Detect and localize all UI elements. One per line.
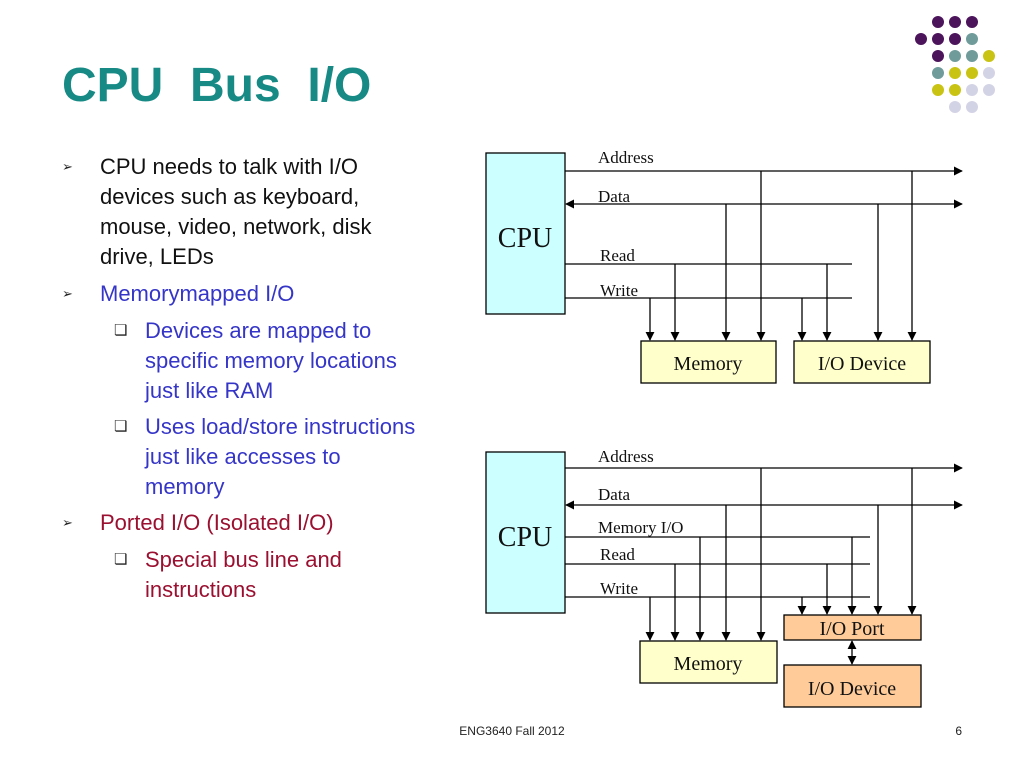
memory-box bbox=[639, 640, 778, 684]
decorative-dot bbox=[932, 50, 944, 62]
decorative-dot bbox=[949, 33, 961, 45]
decorative-dot bbox=[932, 84, 944, 96]
bullet-text-line: CPU needs to talk with I/O bbox=[100, 154, 358, 179]
bullet-list: ➢ CPU needs to talk with I/O devices such … bbox=[62, 152, 467, 611]
write-label: Write bbox=[600, 281, 638, 300]
arrowhead-bullet-icon: ➢ bbox=[62, 159, 73, 174]
bullet-text-line: drive, LEDs bbox=[100, 244, 214, 269]
page-number: 6 bbox=[955, 724, 962, 738]
bullet-text-line: Ported I/O (Isolated I/O) bbox=[100, 510, 334, 535]
hollow-square-bullet-icon: ❏ bbox=[114, 322, 128, 339]
bullet-text-line: memory bbox=[145, 474, 225, 499]
bullet-text-line: devices such as keyboard, bbox=[100, 184, 360, 209]
decorative-dot bbox=[932, 33, 944, 45]
bullet-text-line: Memorymapped I/O bbox=[100, 281, 295, 306]
decorative-dot bbox=[932, 67, 944, 79]
decorative-dot bbox=[966, 50, 978, 62]
io-device-label: I/O Device bbox=[818, 353, 906, 375]
decorative-dot bbox=[949, 50, 961, 62]
decorative-dot bbox=[949, 67, 961, 79]
slide-title: CPU Bus I/O bbox=[62, 59, 372, 112]
bullet-item: ➢ Memorymapped I/O bbox=[62, 279, 467, 309]
cpu-box bbox=[485, 152, 566, 315]
footer-course-text: ENG3640 Fall 2012 bbox=[459, 724, 565, 738]
io-port-label: I/O Port bbox=[820, 618, 885, 640]
io-port-box bbox=[783, 614, 922, 641]
decorative-dot bbox=[983, 84, 995, 96]
arrowhead-bullet-icon: ➢ bbox=[62, 515, 73, 530]
decorative-dot bbox=[949, 101, 961, 113]
sub-bullet-item: ❏ Uses load/store instructions just like a… bbox=[62, 412, 467, 502]
arrowhead-bullet-icon: ➢ bbox=[62, 286, 73, 301]
decorative-dot-grid bbox=[915, 16, 995, 113]
bullet-text-line: specific memory locations bbox=[145, 348, 397, 373]
memory-box bbox=[640, 340, 777, 384]
bullet-text-line: mouse, video, network, disk bbox=[100, 214, 372, 239]
bullet-text-line: Devices are mapped to bbox=[145, 318, 372, 343]
diagram-ported-io bbox=[485, 451, 963, 708]
hollow-square-bullet-icon: ❏ bbox=[114, 551, 128, 568]
decorative-dot bbox=[915, 33, 927, 45]
read-label: Read bbox=[600, 246, 635, 265]
bullet-text-line: just like accesses to bbox=[145, 444, 341, 469]
bullet-text-line: just like RAM bbox=[145, 378, 274, 403]
decorative-dot bbox=[949, 84, 961, 96]
bullet-text-line: instructions bbox=[145, 577, 257, 602]
decorative-dot bbox=[966, 67, 978, 79]
decorative-dot bbox=[966, 101, 978, 113]
memory-label: Memory bbox=[674, 653, 743, 675]
io-device-label: I/O Device bbox=[808, 678, 896, 700]
cpu-label: CPU bbox=[498, 223, 552, 254]
diagram-memory-mapped bbox=[485, 152, 963, 384]
data-label: Data bbox=[598, 485, 631, 504]
memory-label: Memory bbox=[674, 353, 743, 375]
decorative-dot bbox=[966, 16, 978, 28]
decorative-dot bbox=[983, 67, 995, 79]
cpu-box bbox=[485, 451, 566, 614]
io-device-box bbox=[793, 340, 931, 384]
data-label: Data bbox=[598, 187, 631, 206]
bullet-item: ➢ CPU needs to talk with I/O devices such … bbox=[62, 152, 467, 272]
cpu-label: CPU bbox=[498, 522, 552, 553]
sub-bullet-item: ❏ Devices are mapped to specific memory lo… bbox=[62, 316, 467, 406]
read-label: Read bbox=[600, 545, 635, 564]
memory-io-label: Memory I/O bbox=[598, 518, 683, 537]
bullet-text-line: Uses load/store instructions bbox=[145, 414, 416, 439]
bullet-text-line: Special bus line and bbox=[145, 547, 342, 572]
io-device-box bbox=[783, 664, 922, 708]
decorative-dot bbox=[932, 16, 944, 28]
decorative-dot bbox=[949, 16, 961, 28]
decorative-dot bbox=[983, 50, 995, 62]
address-label: Address bbox=[598, 148, 654, 167]
sub-bullet-item: ❏ Special bus line and instructions bbox=[62, 545, 467, 605]
hollow-square-bullet-icon: ❏ bbox=[114, 418, 128, 435]
write-label: Write bbox=[600, 579, 638, 598]
decorative-dot bbox=[966, 84, 978, 96]
bullet-item: ➢ Ported I/O (Isolated I/O) bbox=[62, 508, 467, 538]
address-label: Address bbox=[598, 447, 654, 466]
decorative-dot bbox=[966, 33, 978, 45]
